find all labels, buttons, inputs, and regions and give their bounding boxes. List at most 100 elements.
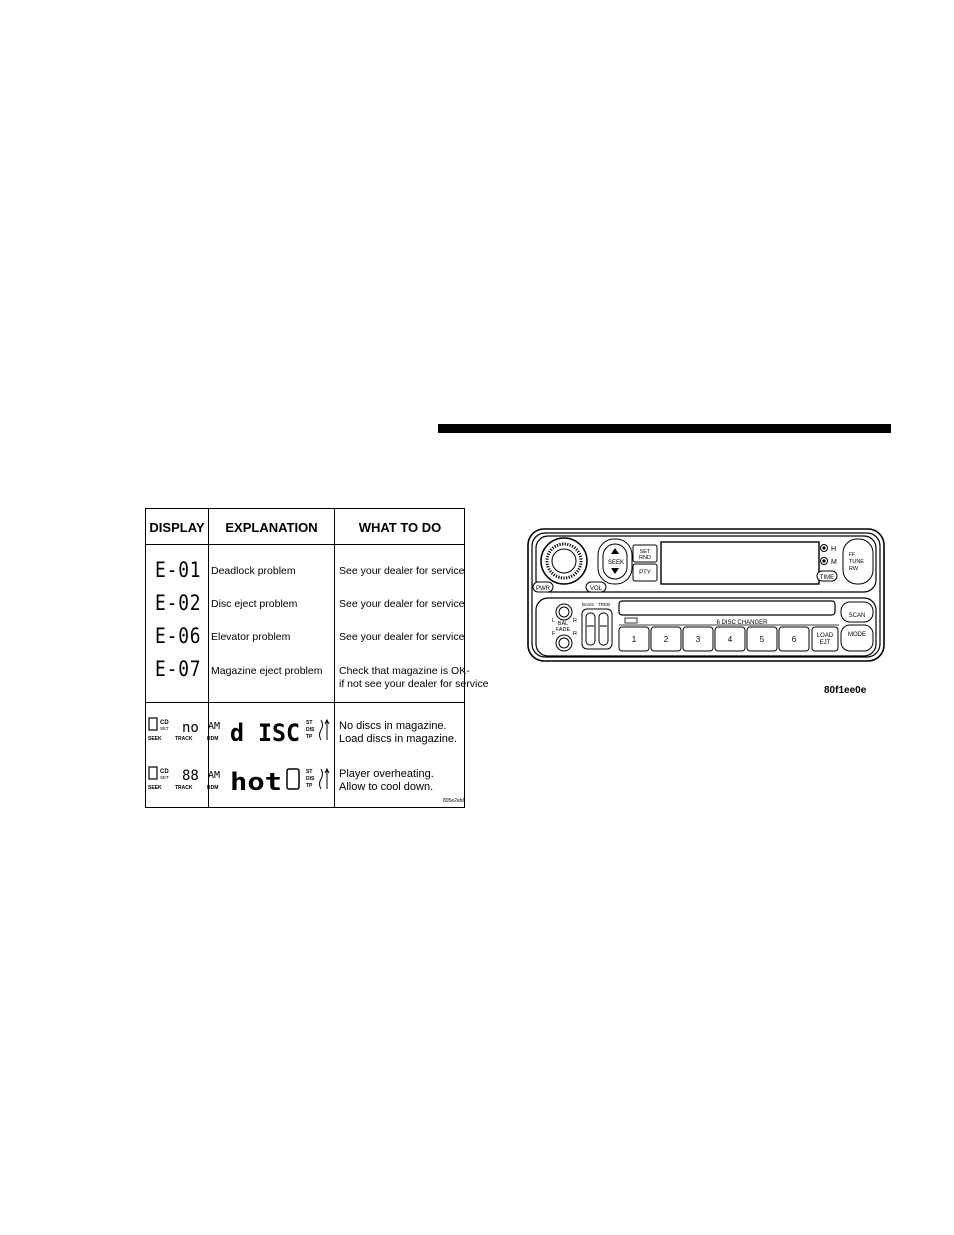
error-explanation: Elevator problem	[211, 631, 291, 643]
lcd-label-seek: SEEK	[148, 736, 162, 742]
lcd-label-set: SET	[160, 775, 169, 780]
changer-label: 6 DISC CHANGER	[716, 620, 768, 626]
lcd-message-line2: Allow to cool down.	[339, 781, 434, 793]
rear-label: R	[573, 631, 577, 637]
tune-label: TUNE	[849, 559, 864, 565]
ejt-label: EJT	[820, 640, 831, 646]
lcd-label-st: ST	[306, 720, 312, 726]
lcd-label-rdm: RDM	[207, 736, 218, 742]
lcd-label-set: SET	[160, 726, 169, 731]
time-label: TIME	[820, 575, 834, 581]
volume-label: VOL	[590, 586, 603, 592]
preset-6: 6	[792, 635, 797, 644]
lcd-label-dis: DIS	[306, 727, 315, 733]
set-label: SET	[640, 549, 651, 555]
error-code-table: DISPLAY EXPLANATION WHAT TO DO E-01 Dead…	[145, 508, 488, 808]
volume-button[interactable]: VOL	[585, 581, 607, 593]
left-label: L	[552, 618, 555, 624]
preset-buttons[interactable]: 1 2 3 4 5 6	[618, 626, 810, 652]
hour-button[interactable]: H	[820, 544, 837, 554]
ff-label: FF	[849, 552, 855, 558]
lcd-word-b: hot	[230, 768, 282, 796]
lcd-word-a: no	[182, 720, 199, 736]
error-action-line2: if not see your dealer for service	[339, 678, 489, 690]
preset-2: 2	[664, 635, 669, 644]
table-divider	[208, 509, 209, 807]
header-display: DISPLAY	[149, 520, 205, 535]
lcd-label-rdm: RDM	[207, 785, 218, 791]
table-divider	[334, 509, 335, 807]
pty-button[interactable]: PTY	[632, 563, 658, 582]
seek-label: SEEK	[608, 560, 624, 566]
lcd-label-am: AM	[208, 721, 220, 732]
lcd-word-b: d ISC	[230, 719, 300, 747]
load-label: LOAD	[817, 633, 834, 639]
error-explanation: Disc eject problem	[211, 598, 298, 610]
figure-id: 80f1ee0e	[824, 685, 867, 696]
lcd-word-a: 88	[182, 768, 199, 784]
scan-label: SCAN	[849, 613, 866, 619]
tune-button[interactable]: FF TUNE RW	[842, 538, 874, 585]
mode-button[interactable]: MODE	[840, 624, 874, 652]
set-rnd-button[interactable]: SET RND	[632, 544, 658, 563]
rw-label: RW	[849, 566, 859, 572]
minute-label: M	[831, 559, 837, 566]
seek-arrows-icon	[611, 548, 619, 574]
header-explanation: EXPLANATION	[225, 520, 318, 535]
lcd-label-cd: CD	[160, 769, 169, 775]
balance-fade-knobs[interactable]: L R BAL FADE F R	[552, 603, 577, 652]
lcd-message: Player overheating.	[339, 768, 434, 780]
lcd-segment-icon	[286, 768, 300, 790]
hour-label: H	[831, 546, 836, 553]
lcd-label-tp: TP	[306, 783, 313, 789]
preset-1: 1	[632, 635, 637, 644]
radio-display	[660, 541, 820, 585]
table-divider	[146, 544, 464, 545]
bass-treble-sliders[interactable]: BASS TREB	[581, 602, 613, 650]
time-button[interactable]: TIME	[816, 570, 838, 582]
power-label: PWR	[536, 586, 551, 592]
error-explanation: Deadlock problem	[211, 565, 296, 577]
scan-button[interactable]: SCAN	[840, 601, 874, 623]
section-rule	[438, 424, 891, 433]
table-divider	[146, 702, 464, 703]
lcd-label-dis: DIS	[306, 776, 315, 782]
disc-icon	[624, 617, 638, 624]
disc-slot	[618, 600, 836, 616]
mode-label: MODE	[848, 632, 866, 638]
lcd-label-track: TRACK	[175, 736, 193, 742]
lcd-display-no-disc: CD SET SEEK TRACK RDM no AM d ISC ST DIS…	[148, 717, 330, 747]
preset-3: 3	[696, 635, 701, 644]
seek-button[interactable]: SEEK	[597, 538, 633, 585]
front-label: F	[552, 631, 556, 637]
volume-knob[interactable]	[540, 537, 588, 585]
treb-label: TREB	[598, 602, 610, 607]
lcd-signal-icon	[319, 718, 330, 741]
header-action: WHAT TO DO	[358, 520, 442, 535]
error-explanation: Magazine eject problem	[211, 665, 323, 677]
table-figure-credit: 805e2eb6	[443, 798, 466, 804]
error-code: E-02	[155, 591, 202, 615]
right-label: R	[573, 618, 577, 624]
bal-label: BAL	[558, 621, 568, 627]
radio-illustration: PWR VOL SEEK SET RND PTY H M TIME	[527, 528, 885, 662]
fade-label: FADE	[556, 627, 571, 633]
lcd-label-track: TRACK	[175, 785, 193, 791]
rnd-label: RND	[639, 555, 651, 561]
pty-label: PTY	[639, 570, 651, 576]
lcd-signal-icon	[319, 767, 330, 790]
error-action: See your dealer for service	[339, 631, 465, 643]
lcd-label-tp: TP	[306, 734, 313, 740]
lcd-label-cd: CD	[160, 720, 169, 726]
error-code: E-07	[155, 657, 202, 681]
bass-label: BASS	[582, 602, 594, 607]
lcd-label-am: AM	[208, 770, 220, 781]
power-button[interactable]: PWR	[532, 581, 554, 593]
lcd-label-seek: SEEK	[148, 785, 162, 791]
lcd-message-line2: Load discs in magazine.	[339, 733, 458, 745]
preset-4: 4	[728, 635, 733, 644]
minute-button[interactable]: M	[820, 557, 838, 567]
error-code: E-01	[155, 558, 202, 582]
lcd-label-st: ST	[306, 769, 312, 775]
load-eject-button[interactable]: LOAD EJT	[811, 626, 839, 652]
